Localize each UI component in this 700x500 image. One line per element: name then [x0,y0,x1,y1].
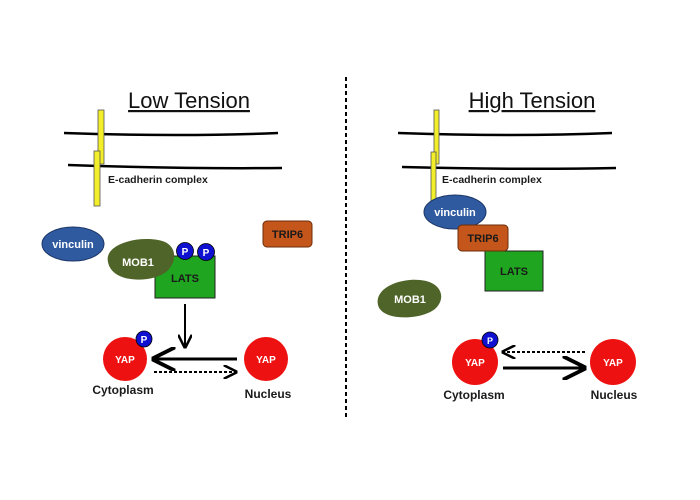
membrane-lower [401,165,617,171]
mob1-label: MOB1 [122,257,154,269]
phospho-badge [135,330,153,348]
vinculin-label: vinculin [434,207,476,219]
cadherin-bar-upper [97,109,105,165]
nucleus-label: Nucleus [591,388,638,402]
mob1-node [107,239,175,280]
mob1-node [377,279,442,318]
trip6-label: TRIP6 [272,229,303,241]
vinculin-label: vinculin [52,239,94,251]
mob1-label: MOB1 [394,294,426,306]
panel-title: High Tension [469,88,596,113]
yap-nucleus-label: YAP [256,355,276,366]
yap-cytoplasm-node [452,339,498,385]
panel-title: Low Tension [128,88,250,113]
yap-nucleus-label: YAP [603,358,623,369]
membrane-upper [397,131,613,137]
panel-low-tension: Low Tension E-cadherin complex vinculin … [41,88,313,401]
phospho-badge [197,243,215,261]
cadherin-bar-lower [93,150,101,207]
vinculin-node [41,226,105,262]
yap-nucleus-node [244,337,288,381]
cytoplasm-label: Cytoplasm [92,383,153,397]
nucleus-label: Nucleus [245,387,292,401]
trip6-node [262,220,313,248]
phospho-label: P [203,248,210,259]
yap-cytoplasm-label: YAP [465,358,485,369]
lats-label: LATS [500,266,528,278]
ecadherin-label: E-cadherin complex [442,174,542,186]
phospho-label: P [182,247,189,258]
phospho-badge [481,331,499,349]
cadherin-bar-upper [433,109,440,165]
panel-high-tension: High Tension E-cadherin complex vinculin… [377,88,638,402]
ecadherin-label: E-cadherin complex [108,174,208,186]
trip6-label: TRIP6 [467,233,498,245]
cytoplasm-label: Cytoplasm [443,388,504,402]
membrane-upper [63,131,279,137]
phospho-label: P [487,336,493,346]
vinculin-node [423,194,487,230]
phospho-badge [176,242,194,260]
lats-label: LATS [171,273,199,285]
yap-cytoplasm-node [103,337,147,381]
trip6-node [457,224,509,252]
phospho-label: P [141,335,148,346]
yap-cytoplasm-label: YAP [115,355,135,366]
lats-node [484,250,544,292]
yap-nucleus-node [590,339,636,385]
